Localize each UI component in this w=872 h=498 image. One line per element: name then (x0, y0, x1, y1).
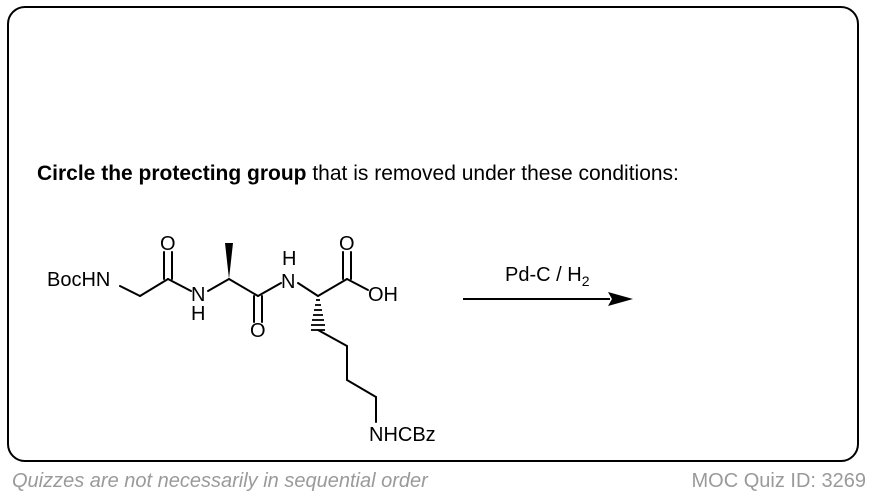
side-chain-amine-label: NHCBz (369, 424, 436, 446)
ala-methyl-wedge (225, 243, 233, 279)
question-rest-text: that is removed under these conditions: (306, 162, 679, 185)
boc-amine-label: BocHN (47, 269, 110, 291)
amide-h-label-2: H (282, 248, 296, 270)
molecule-bonds (119, 251, 377, 423)
amide-h-label-1: H (191, 303, 205, 325)
reagent-main: Pd-C / H (505, 264, 582, 286)
lys-hashed-wedge (311, 299, 325, 331)
reagent-subscript: 2 (582, 273, 590, 289)
carbonyl-o-label-1: O (160, 233, 176, 255)
quiz-id: MOC Quiz ID: 3269 (691, 470, 866, 492)
footer-note: Quizzes are not necessarily in sequentia… (12, 470, 428, 492)
quiz-card (7, 6, 859, 462)
amide-n-label-1: N (191, 284, 205, 306)
acid-oh-label: OH (368, 284, 398, 306)
question-prompt: Circle the protecting group that is remo… (37, 161, 679, 187)
amide-n-label-2: N (281, 271, 295, 293)
question-bold-text: Circle the protecting group (37, 162, 307, 185)
carbonyl-o-label-2: O (250, 320, 266, 342)
reaction-arrow (463, 292, 633, 306)
acid-o-label: O (339, 233, 355, 255)
reagent-label: Pd-C / H2 (505, 264, 590, 289)
